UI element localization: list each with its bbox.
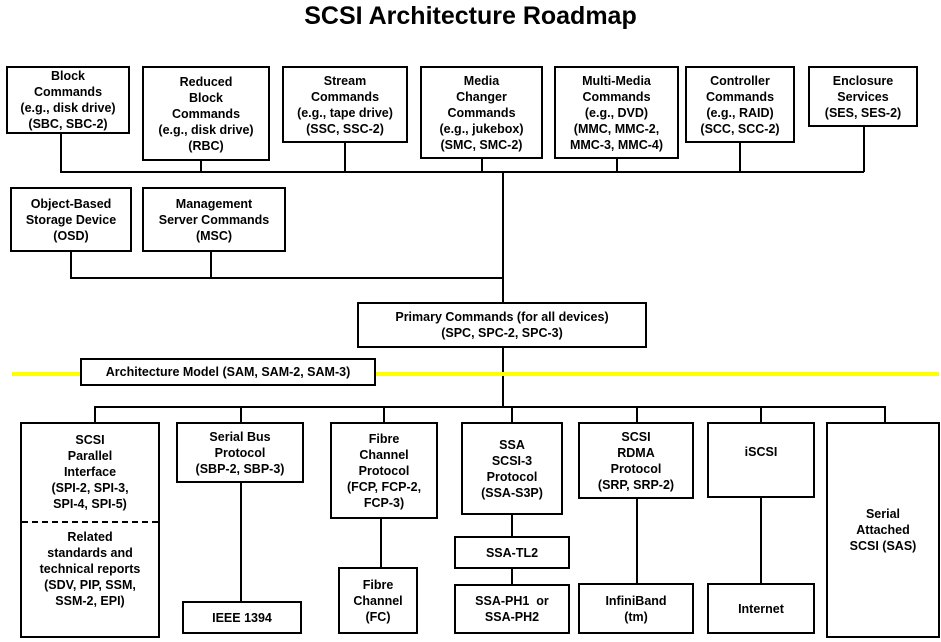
multi-media-commands-box: Multi-Media Commands (e.g., DVD) (MMC, M… xyxy=(554,66,679,159)
block-commands-box: Block Commands (e.g., disk drive) (SBC, … xyxy=(6,66,130,134)
primary-commands-box: Primary Commands (for all devices) (SPC,… xyxy=(357,302,647,348)
connector-smc xyxy=(481,157,483,172)
serial-bus-protocol-box: Serial Bus Protocol (SBP-2, SBP-3) xyxy=(176,422,304,483)
stream-commands-box: Stream Commands (e.g., tape drive) (SSC,… xyxy=(282,66,408,143)
internet-box: Internet xyxy=(707,583,815,634)
media-changer-commands-box: Media Changer Commands (e.g., jukebox) (… xyxy=(420,66,543,159)
controller-commands-box: Controller Commands (e.g., RAID) (SCC, S… xyxy=(685,66,795,143)
architecture-line-right xyxy=(376,372,939,376)
connector-sas xyxy=(884,406,886,424)
connector-srp xyxy=(636,406,638,424)
infiniband-box: InfiniBand (tm) xyxy=(578,583,694,634)
object-based-storage-box: Object-Based Storage Device (OSD) xyxy=(10,187,132,252)
ssa-scsi3-protocol-box: SSA SCSI-3 Protocol (SSA-S3P) xyxy=(461,422,563,515)
page-title: SCSI Architecture Roadmap xyxy=(304,2,637,30)
iscsi-box: iSCSI xyxy=(707,422,815,498)
connector-ses xyxy=(863,125,865,172)
management-server-commands-box: Management Server Commands (MSC) xyxy=(142,187,286,252)
connector-srp-ib xyxy=(636,497,638,585)
connector-ssa-tl2 xyxy=(511,513,513,538)
connector-ssa xyxy=(511,406,513,424)
connector-iscsi-internet xyxy=(760,496,762,585)
reduced-block-commands-box: Reduced Block Commands (e.g., disk drive… xyxy=(142,66,270,161)
scsi-rdma-protocol-box: SCSI RDMA Protocol (SRP, SRP-2) xyxy=(578,422,694,499)
architecture-model-box: Architecture Model (SAM, SAM-2, SAM-3) xyxy=(80,358,376,386)
connector-iscsi xyxy=(760,406,762,424)
connector-tl2-ph xyxy=(511,567,513,586)
second-bus-line xyxy=(70,277,504,279)
connector-rbc xyxy=(200,160,202,172)
connector-scc xyxy=(739,141,741,172)
fibre-channel-protocol-box: Fibre Channel Protocol (FCP, FCP-2, FCP-… xyxy=(330,422,438,519)
top-bus-line xyxy=(60,171,864,173)
architecture-line-left xyxy=(12,372,82,376)
connector-sbp-ieee xyxy=(240,481,242,603)
serial-attached-scsi-box: Serial Attached SCSI (SAS) xyxy=(826,422,940,638)
protocol-bus-line xyxy=(94,406,885,408)
fibre-channel-box: Fibre Channel (FC) xyxy=(338,567,418,634)
connector-fcp xyxy=(383,406,385,424)
spine-line xyxy=(502,171,504,304)
connector-msc xyxy=(210,250,212,278)
spi-divider xyxy=(22,521,158,523)
scsi-parallel-interface-box: SCSI Parallel Interface (SPI-2, SPI-3, S… xyxy=(20,422,160,638)
primary-down-line xyxy=(502,346,504,408)
connector-sbc xyxy=(60,132,62,172)
connector-sbp xyxy=(240,406,242,424)
connector-mmc xyxy=(616,157,618,172)
ssa-ph-box: SSA-PH1 or SSA-PH2 xyxy=(454,584,570,634)
related-standards-text: Related standards and technical reports … xyxy=(39,530,141,608)
connector-ssc xyxy=(344,141,346,172)
connector-fcp-fc xyxy=(380,517,382,569)
ieee-1394-box: IEEE 1394 xyxy=(182,601,302,634)
enclosure-services-box: Enclosure Services (SES, SES-2) xyxy=(808,66,918,127)
connector-spi xyxy=(94,406,96,424)
connector-osd xyxy=(70,250,72,278)
ssa-tl2-box: SSA-TL2 xyxy=(454,536,570,569)
